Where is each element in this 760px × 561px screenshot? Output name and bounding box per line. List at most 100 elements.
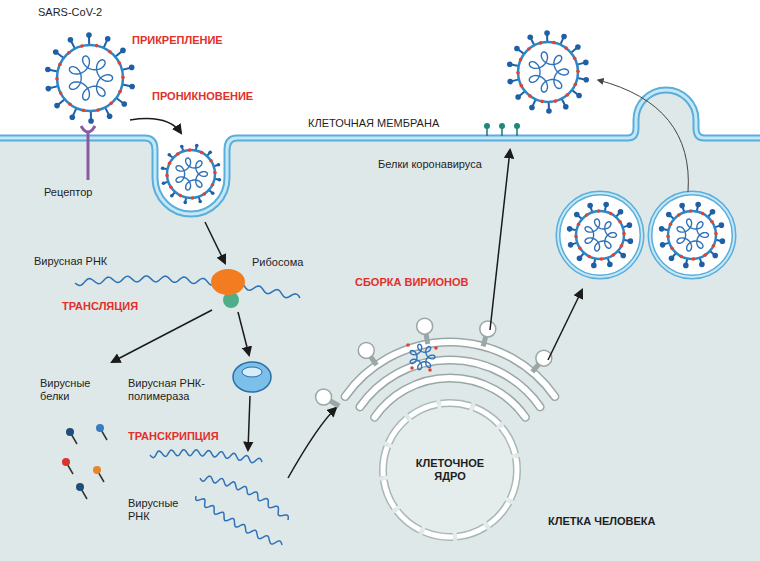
transport-vesicle <box>650 193 734 277</box>
membrane-protein <box>577 223 581 227</box>
er-cisterna <box>360 360 540 407</box>
spike-head <box>167 153 171 157</box>
budding-vesicle <box>316 389 332 405</box>
spike-head <box>587 203 593 209</box>
membrane-protein <box>540 100 544 104</box>
spike-head <box>666 212 672 218</box>
spike-head <box>712 253 718 259</box>
cell-outline <box>0 85 760 561</box>
spike-head <box>659 226 665 232</box>
membrane-protein <box>519 58 523 62</box>
membrane-protein <box>121 75 125 79</box>
membrane-protein <box>80 44 84 48</box>
membrane-protein <box>516 71 520 75</box>
spike-head <box>208 150 212 154</box>
membrane-protein <box>669 223 673 227</box>
viral-rna <box>529 52 568 92</box>
membrane-protein <box>539 41 543 45</box>
spike-head <box>514 46 520 52</box>
cell-membrane-inner <box>0 90 760 214</box>
spike-head <box>105 36 111 42</box>
membrane-protein <box>109 101 113 105</box>
spike-head <box>195 144 199 148</box>
part-name: Белки коронавируса <box>378 158 482 171</box>
membrane-protein <box>200 151 204 155</box>
endoplasmic-reticulum <box>316 318 555 417</box>
spike-head <box>183 201 187 205</box>
spike-head <box>507 61 513 67</box>
assembly-protein <box>434 346 438 350</box>
membrane-protein <box>165 174 169 178</box>
membrane-protein <box>565 93 569 97</box>
membrane-protein <box>714 232 718 236</box>
spike-head <box>121 101 127 107</box>
spike-head <box>561 34 567 40</box>
packaged-virion <box>659 202 725 268</box>
spike-head <box>719 222 725 228</box>
viral-rna-copy <box>196 496 282 545</box>
spike-head <box>577 255 583 261</box>
membrane-protein <box>58 63 62 67</box>
membrane-protein <box>588 255 592 259</box>
spike-head <box>198 200 202 204</box>
membrane-protein <box>564 46 568 50</box>
membrane-protein <box>666 235 670 239</box>
spike-head <box>86 32 92 38</box>
part-name: Вирусные РНК <box>128 497 188 523</box>
spike-head <box>683 263 689 269</box>
viral-rna-copy <box>200 476 288 520</box>
nucleus-envelope-inner <box>383 403 517 537</box>
spike-head <box>669 255 675 261</box>
transport-vesicle-inner <box>650 193 734 277</box>
budding-vesicle <box>480 321 496 337</box>
spike-head <box>710 209 716 215</box>
spike-head <box>568 242 574 248</box>
spike-head <box>591 263 597 269</box>
membrane-protein <box>188 148 192 152</box>
spike-head <box>628 238 634 244</box>
membrane-protein <box>574 83 578 87</box>
membrane-protein <box>67 51 71 55</box>
spike-head <box>107 113 113 119</box>
spike-head <box>88 118 94 124</box>
membrane-protein <box>600 257 604 261</box>
membrane-protein-head <box>514 123 520 129</box>
spike-head <box>603 202 609 208</box>
part-name: Рецептор <box>44 186 92 199</box>
membrane-protein <box>176 152 180 156</box>
budding-vesicle <box>358 342 374 358</box>
membrane-protein <box>209 159 213 163</box>
rna-polymerase-cleft <box>242 367 262 377</box>
er-cisterna <box>345 342 555 397</box>
spike-head <box>129 65 135 71</box>
cell-nucleus: КЛЕТОЧНОЕ ЯДРО <box>378 398 522 542</box>
membrane-protein <box>527 47 531 51</box>
assembling-virion <box>406 343 438 372</box>
membrane-protein <box>701 212 705 216</box>
spike-head <box>544 30 550 36</box>
spike-head <box>583 60 589 66</box>
part-name: Вирусные белки <box>40 377 102 403</box>
membrane-protein <box>620 244 624 248</box>
membrane-protein-head <box>484 123 490 129</box>
membrane-protein <box>618 220 622 224</box>
membrane-protein <box>552 41 556 45</box>
released-virus <box>507 30 589 114</box>
membrane-protein <box>213 171 217 175</box>
spike-head <box>607 262 613 268</box>
membrane-protein <box>96 108 100 112</box>
endocytosed-virus <box>161 144 221 204</box>
membrane-protein <box>211 183 215 187</box>
viral-envelope <box>518 42 578 102</box>
spike-head <box>69 114 75 120</box>
uncoating-arrow <box>205 222 225 263</box>
transport-arrow <box>288 408 336 478</box>
spike-head <box>46 86 52 92</box>
membrane-protein <box>670 246 674 250</box>
assembly-protein <box>428 368 432 372</box>
stage-title: ПРИКРЕПЛЕНИЕ <box>132 34 223 47</box>
protein-export-arrow <box>490 150 510 330</box>
spike-head <box>627 222 633 228</box>
stage-title: ТРАНСЛЯЦИЯ <box>62 300 138 313</box>
part-name: Рибосома <box>252 256 303 269</box>
